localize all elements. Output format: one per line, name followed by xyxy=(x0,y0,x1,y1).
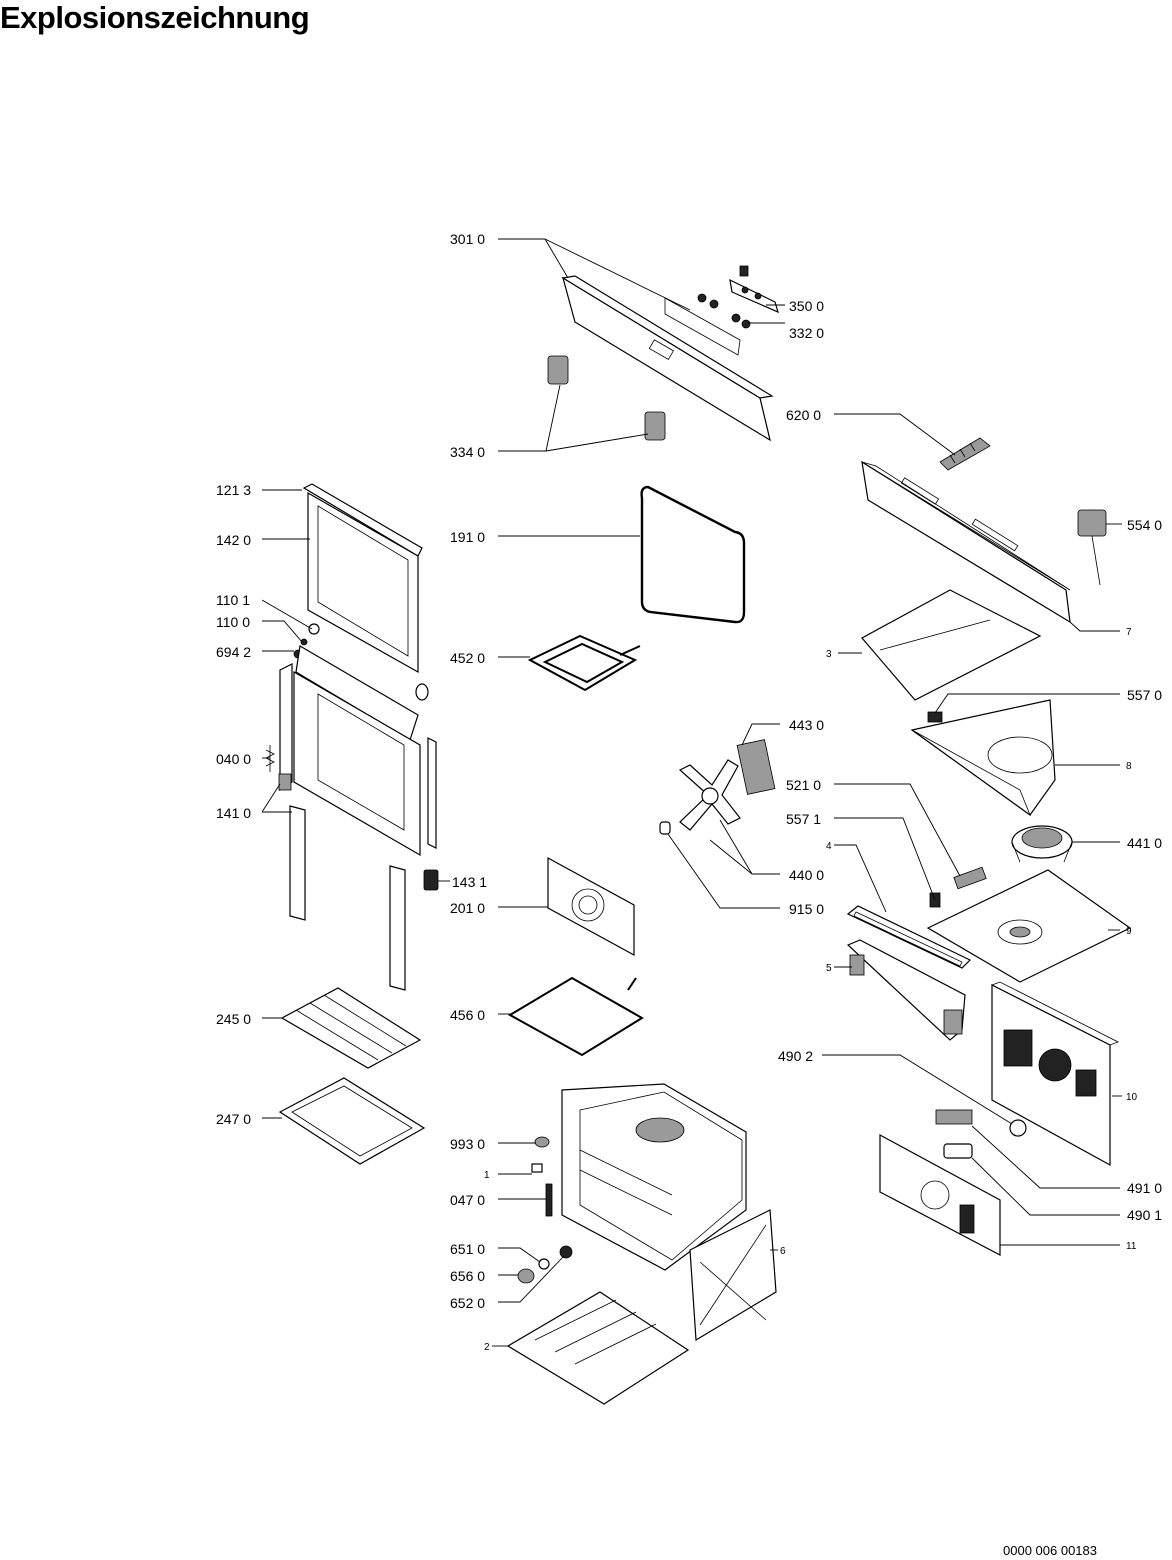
fan-cover-part xyxy=(547,856,635,957)
part-label: 620 0 xyxy=(786,407,821,423)
control-panel-part xyxy=(561,275,774,442)
part-label: 143 1 xyxy=(452,874,487,890)
leader-lines xyxy=(261,238,1122,1347)
part-label: 110 0 xyxy=(216,614,250,630)
wire-rack-part xyxy=(280,987,422,1069)
side-frame-part xyxy=(689,1209,777,1342)
part-label: 490 1 xyxy=(1127,1207,1162,1223)
door-side-strips-part xyxy=(278,773,406,991)
electronic-module-part xyxy=(729,265,779,314)
rear-plate-part xyxy=(879,1133,1001,1256)
part-label: 245 0 xyxy=(216,1011,251,1027)
part-label: 521 0 xyxy=(786,777,821,793)
sensor-part xyxy=(927,711,943,723)
part-label: 1 xyxy=(484,1170,490,1181)
small-knobs-part xyxy=(697,293,751,329)
part-label: 2 xyxy=(484,1342,490,1353)
cover-strip-part xyxy=(846,905,972,969)
baking-tray-part xyxy=(278,1077,426,1165)
grill-heating-element-part xyxy=(527,634,641,692)
switch-part xyxy=(1077,509,1107,586)
part-label: 040 0 xyxy=(216,751,251,767)
part-label: 554 0 xyxy=(1127,517,1162,533)
cover-plate-part xyxy=(861,589,1042,701)
terminal-block-part xyxy=(939,437,991,471)
lamp-parts xyxy=(935,1109,1027,1159)
door-seal-part xyxy=(640,485,746,624)
part-label: 491 0 xyxy=(1127,1180,1162,1196)
part-label: 142 0 xyxy=(216,532,251,548)
part-label: 915 0 xyxy=(789,901,824,917)
part-label: 490 2 xyxy=(778,1048,813,1064)
part-label: 332 0 xyxy=(789,325,824,341)
page-title: Explosionszeichnung xyxy=(0,0,310,35)
fan-motor-part xyxy=(1011,825,1073,863)
part-label: 656 0 xyxy=(450,1268,485,1284)
part-label: 993 0 xyxy=(450,1136,485,1152)
part-label: 456 0 xyxy=(450,1007,485,1023)
part-label: 441 0 xyxy=(1127,835,1162,851)
part-label: 334 0 xyxy=(450,444,485,460)
outer-door-glass-part xyxy=(302,483,423,674)
ring-heating-element-part xyxy=(507,976,644,1057)
part-label: 4 xyxy=(826,841,832,852)
part-label: 10 xyxy=(1126,1092,1138,1103)
part-label: 694 2 xyxy=(216,644,251,660)
back-plate-part xyxy=(926,869,1132,983)
part-label: 7 xyxy=(1126,627,1132,638)
bottom-plate-part xyxy=(506,1291,690,1405)
part-label: 3 xyxy=(826,649,832,660)
part-label: 11 xyxy=(1126,1241,1137,1252)
oven-lamp-part xyxy=(517,1245,573,1284)
part-label: 5 xyxy=(826,963,832,974)
cavity-small-parts xyxy=(531,1136,553,1217)
fan-housing-part xyxy=(910,699,1056,817)
inner-door-part xyxy=(279,663,437,857)
part-label: 651 0 xyxy=(450,1241,485,1257)
part-label: 652 0 xyxy=(450,1295,485,1311)
rear-wall-part xyxy=(991,981,1119,1167)
part-label: 557 0 xyxy=(1127,687,1162,703)
part-label: 201 0 xyxy=(450,900,485,916)
part-label: 9 xyxy=(1126,926,1132,937)
part-labels: 301 0 350 0 332 0 334 0 620 0 121 3 142 … xyxy=(216,231,1162,1353)
convection-fan-part xyxy=(659,739,776,835)
part-label: 557 1 xyxy=(786,811,821,827)
part-label: 110 1 xyxy=(216,592,250,608)
side-shield-part xyxy=(846,939,966,1041)
part-label: 191 0 xyxy=(450,529,485,545)
part-label: 440 0 xyxy=(789,867,824,883)
part-label: 8 xyxy=(1126,761,1132,772)
part-label: 301 0 xyxy=(450,231,485,247)
part-label: 141 0 xyxy=(216,805,251,821)
part-label: 6 xyxy=(780,1246,786,1257)
part-label: 047 0 xyxy=(450,1192,485,1208)
part-label: 121 3 xyxy=(216,482,251,498)
oven-cavity-part xyxy=(561,1083,747,1271)
part-label: 350 0 xyxy=(789,298,824,314)
part-label: 443 0 xyxy=(789,717,824,733)
control-knob-part xyxy=(547,355,666,441)
part-label: 452 0 xyxy=(450,650,485,666)
part-label: 247 0 xyxy=(216,1111,251,1127)
hinge-cover-part xyxy=(423,869,439,891)
spring-part xyxy=(265,745,275,772)
drawing-number: 0000 006 00183 xyxy=(1003,1543,1097,1558)
